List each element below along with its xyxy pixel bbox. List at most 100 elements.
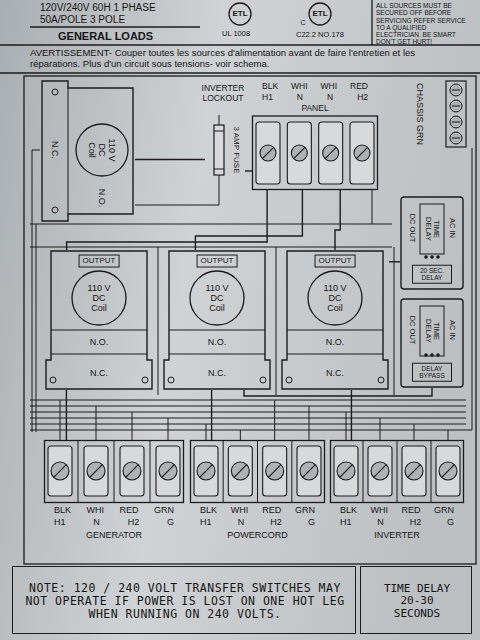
terminal-block <box>334 446 358 496</box>
mount-hole <box>168 377 174 383</box>
fuse-cap <box>214 169 224 170</box>
mount-hole <box>286 377 292 383</box>
text-holder: ETL <box>232 10 247 19</box>
line-shape <box>448 430 449 440</box>
contact-rule <box>68 88 69 214</box>
text-holder: OUTPUT <box>197 255 238 268</box>
coil-symbol <box>76 124 128 176</box>
fuse-symbol: 3 AMP FUSE <box>205 115 245 185</box>
terminal-block <box>84 446 108 496</box>
source-name: INVERTER <box>374 530 419 540</box>
screw-slot <box>200 465 213 478</box>
terminal-screw <box>87 462 105 480</box>
module-outline <box>401 197 463 289</box>
coil-label: 110 V DC Coil <box>87 135 117 165</box>
terminal-block <box>319 122 343 184</box>
screw-slot <box>294 147 305 158</box>
strip-divider <box>363 441 364 502</box>
text-holder: TIME DELAY 20-30 SECONDS <box>375 583 459 620</box>
source-terminal-strip: BLK WHI RED GRNH1 N H2 GINVERTER <box>330 440 464 562</box>
text-holder: 110 V DC Coil <box>84 283 114 313</box>
text-holder: 50A/POLE 3 POLE <box>40 14 125 25</box>
terminal-block <box>48 446 72 496</box>
terminal-row: H1 N N H2 <box>262 93 368 103</box>
terminal-block <box>156 446 180 496</box>
terminal-block <box>368 446 392 496</box>
terminal-screw <box>266 462 284 480</box>
screw-slot <box>452 138 460 139</box>
terminal-label: AC IN <box>448 320 456 340</box>
path-shape <box>135 185 219 205</box>
screw-slot <box>452 90 460 91</box>
mount-hole <box>52 207 58 213</box>
line-shape <box>30 247 392 248</box>
line-shape <box>240 430 241 440</box>
strip-outline <box>45 441 184 503</box>
wire-color-row: BLK WHI RED GRN <box>54 505 174 515</box>
line-shape <box>0 72 480 73</box>
line-shape <box>346 412 347 440</box>
source-terminal-strip-art <box>190 440 325 562</box>
contact-rule <box>287 354 383 355</box>
text-holder: H1 N H2 G <box>54 517 174 527</box>
output-tag: OUTPUT <box>197 255 238 268</box>
wire-connector <box>67 190 268 250</box>
line-shape <box>30 400 466 401</box>
line-shape <box>394 247 395 395</box>
line-shape <box>30 418 466 419</box>
wire-connector <box>195 190 302 250</box>
wire-drops <box>60 400 448 440</box>
text-holder: N.O. <box>326 337 345 347</box>
line-shape <box>158 247 159 395</box>
warning-text-fr: AVERTISSEMENT- Couper toutes les sources… <box>30 48 460 69</box>
screw-slot <box>340 465 353 478</box>
screw-slot <box>262 147 273 158</box>
text-holder: N.O. <box>208 337 227 347</box>
text-holder: 3 AMP FUSE <box>232 127 241 174</box>
relay-outline <box>42 81 133 221</box>
terminal-block <box>297 446 321 496</box>
warning-text: ALL SOURCES MUST BE SECURED OFF BEFORE S… <box>376 2 470 46</box>
screw-slot <box>452 106 460 107</box>
wire-color-row: BLK WHI WHI RED <box>262 82 368 92</box>
wire-connector <box>335 190 340 250</box>
contact-rule <box>51 354 147 355</box>
relay-outline <box>282 251 388 389</box>
text-holder: C22.2 NO.178 <box>296 31 344 39</box>
source-terminal-strip: BLK WHI RED GRNH1 N H2 GPOWERCORD <box>190 440 325 562</box>
module-label: TIME DELAY <box>424 214 441 244</box>
line-shape <box>414 424 415 440</box>
screw-slot <box>162 465 175 478</box>
strip-divider <box>291 441 292 502</box>
product-title: GENERAL LOADS <box>58 30 153 42</box>
strip-divider <box>78 441 79 502</box>
terminal-block <box>120 446 144 496</box>
contact-label: N.O. <box>90 337 109 347</box>
text-holder: 110 V DC Coil <box>202 283 232 313</box>
mount-hole <box>52 89 58 95</box>
text-holder: DELAY BYPASS <box>412 363 452 382</box>
screw-slot <box>126 465 139 478</box>
terminal-screw <box>260 145 276 161</box>
rect-shape <box>24 76 476 564</box>
text-holder: ALL SOURCES MUST BE SECURED OFF BEFORE S… <box>376 2 470 46</box>
terminal-block <box>263 446 287 496</box>
text-holder: INVERTER LOCKOUT <box>196 84 250 103</box>
circle-shape <box>229 3 251 25</box>
delay-note-box: TIME DELAY 20-30 SECONDS <box>360 566 472 634</box>
line-shape <box>30 406 466 407</box>
terminal-block <box>256 122 280 184</box>
terminal-screw <box>439 462 457 480</box>
line-shape <box>30 412 466 413</box>
text-holder: GENERAL LOADS <box>58 30 153 42</box>
screw-slot <box>356 147 367 158</box>
text-holder: N.C. <box>50 141 60 159</box>
text-holder: 110 V DC Coil <box>320 283 350 313</box>
strip-outline <box>253 116 378 190</box>
wire-connector <box>66 390 67 440</box>
mount-hole <box>142 377 148 383</box>
strip-divider <box>150 441 151 502</box>
line-shape <box>30 424 466 425</box>
terminal-block <box>287 122 311 184</box>
